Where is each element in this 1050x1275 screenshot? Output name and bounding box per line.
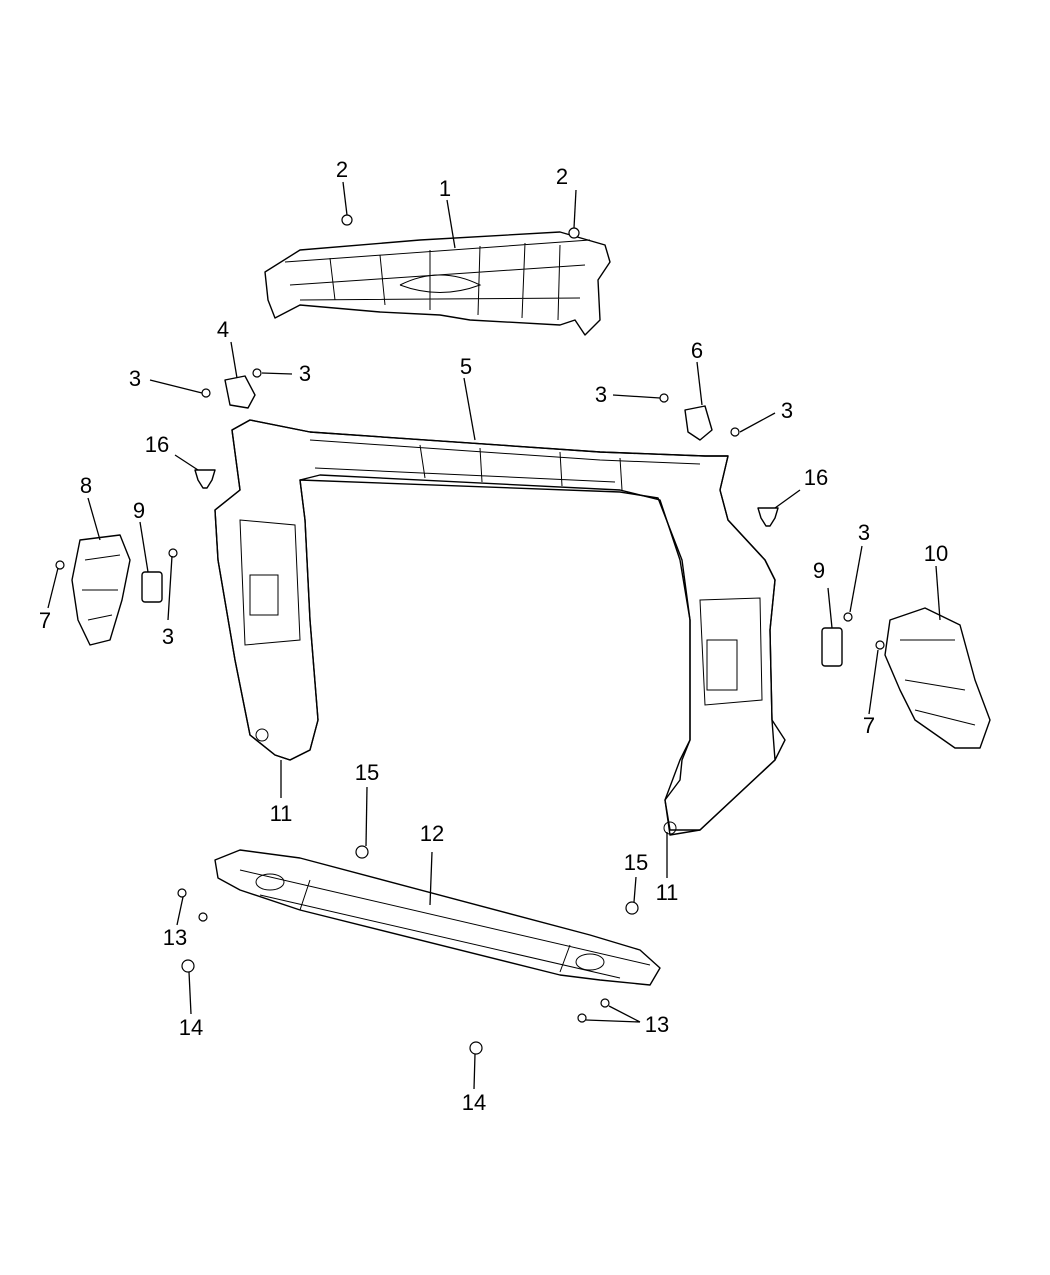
callout-4: 4 [217,317,229,342]
part-4-bracket [224,375,256,409]
callout-5: 5 [460,354,472,379]
part-16-bumper-right [757,507,779,527]
callout-9-left: 9 [133,498,145,523]
callout-12: 12 [420,821,444,846]
callout-14-left: 14 [179,1015,203,1040]
callout-3-upper-right: 3 [595,382,607,407]
callout-3-upper-left-2: 3 [299,361,311,386]
part-8-bracket [71,534,131,646]
callout-2-left: 2 [336,157,348,182]
callout-14-right: 14 [462,1090,486,1115]
callout-15-left: 15 [355,760,379,785]
callout-7-right: 7 [863,713,875,738]
callout-9-right: 9 [813,558,825,583]
callout-13-right: 13 [645,1012,669,1037]
part-lower-crossmember [214,849,661,986]
fasteners [55,214,885,1055]
part-6-bracket [684,405,713,441]
callout-3-left-side: 3 [162,624,174,649]
callout-15-right: 15 [624,850,648,875]
callout-1: 1 [439,176,451,201]
callout-7-left: 7 [39,608,51,633]
callout-16-left: 16 [145,432,169,457]
part-9-sensor-left [141,571,163,603]
part-10-bracket [884,607,991,749]
leader-lines [47,181,941,1090]
part-9-sensor-right [821,627,843,667]
callout-6: 6 [691,338,703,363]
callout-16-right: 16 [804,465,828,490]
part-16-bumper-left [194,469,216,489]
callout-3-right-side: 3 [858,520,870,545]
part-upper-crossmember [264,231,611,336]
part-radiator-support [214,419,786,836]
callout-3-upper-right-2: 3 [781,398,793,423]
callout-labels: 1 2 2 3 3 3 3 3 3 4 5 6 7 7 8 9 9 10 11 … [39,157,948,1115]
callout-11-left: 11 [270,801,293,826]
callout-11-right: 11 [656,880,679,905]
callout-3-upper-left: 3 [129,366,141,391]
callout-10: 10 [924,541,948,566]
callout-2-right: 2 [556,164,568,189]
callout-13-left: 13 [163,925,187,950]
callout-8: 8 [80,473,92,498]
